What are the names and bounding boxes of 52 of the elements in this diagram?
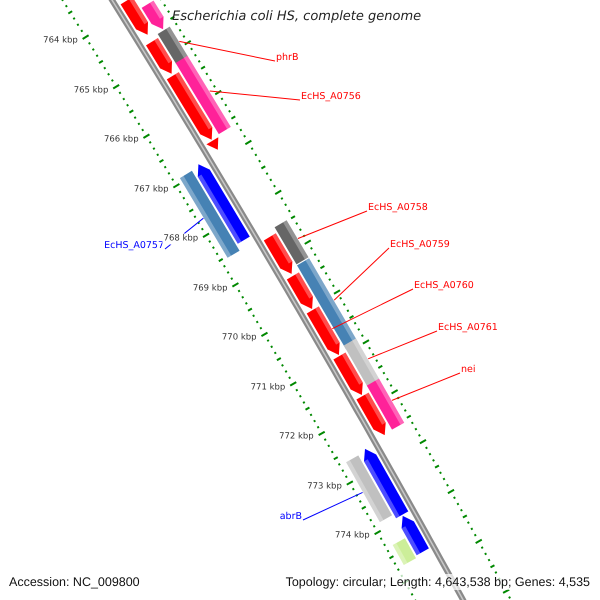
scale-label: 764 kbp: [42, 36, 79, 47]
gene-feature: [286, 272, 313, 309]
gene-feature: [158, 26, 188, 64]
scale-label: 771 kbp: [250, 382, 286, 394]
gene-label: phrB: [276, 52, 298, 64]
gene-feature: [176, 56, 231, 134]
gene-feature: [364, 448, 408, 518]
gene-label: EcHS_A0757: [104, 240, 164, 252]
gene-feature: [120, 0, 148, 35]
leader-line: [332, 288, 414, 330]
gene-feature: [274, 220, 308, 264]
gene-label: EcHS_A0760: [414, 280, 474, 292]
gene-label: EcHS_A0758: [368, 202, 428, 214]
gene-feature: [180, 170, 240, 258]
gene-label: EcHS_A0761: [438, 322, 498, 334]
scale-label: 770 kbp: [220, 332, 258, 344]
scale-label: 769 kbp: [192, 283, 228, 294]
gene-feature: [142, 0, 164, 30]
accession-text: Accession: NC_009800: [7, 574, 142, 590]
leader-line: [392, 372, 460, 401]
leader-line: [209, 90, 300, 100]
scale-label: 772 kbp: [278, 432, 315, 443]
scale-label: 766 kbp: [102, 134, 140, 146]
gene-feature: [198, 164, 250, 244]
gene-label: abrB: [280, 511, 302, 523]
scale-label: 765 kbp: [72, 85, 110, 96]
gene-feature: [344, 338, 380, 387]
leader-line: [302, 492, 364, 520]
gene-label: EcHS_A0756: [301, 91, 361, 103]
scale-label: 768 kbp: [162, 234, 200, 245]
scale-label: 773 kbp: [306, 481, 343, 492]
gene-feature: [366, 378, 404, 430]
gene-feature: [306, 306, 340, 355]
gene-feature: [346, 455, 392, 522]
leader-line: [334, 248, 390, 301]
scale-label: 767 kbp: [132, 184, 170, 196]
gene-label: EcHS_A0759: [390, 239, 450, 251]
gene-feature: [264, 233, 292, 274]
gene-feature: [392, 538, 416, 565]
genome-summary-text: Topology: circular; Length: 4,643,538 bp; Genes: 4,535: [284, 574, 592, 590]
gene-label: nei: [461, 364, 476, 376]
leader-line: [298, 210, 368, 239]
gene-feature: [146, 38, 172, 74]
leader-line: [178, 40, 276, 62]
gene-feature: [356, 392, 386, 436]
gene-feature: [206, 137, 218, 150]
leader-line: [368, 330, 438, 360]
gene-feature: [166, 72, 212, 140]
gene-feature: [402, 516, 429, 556]
scale-label: 774 kbp: [334, 530, 371, 542]
diagram-title: Escherichia coli HS, complete genome: [172, 9, 422, 24]
gene-feature: [333, 352, 363, 395]
